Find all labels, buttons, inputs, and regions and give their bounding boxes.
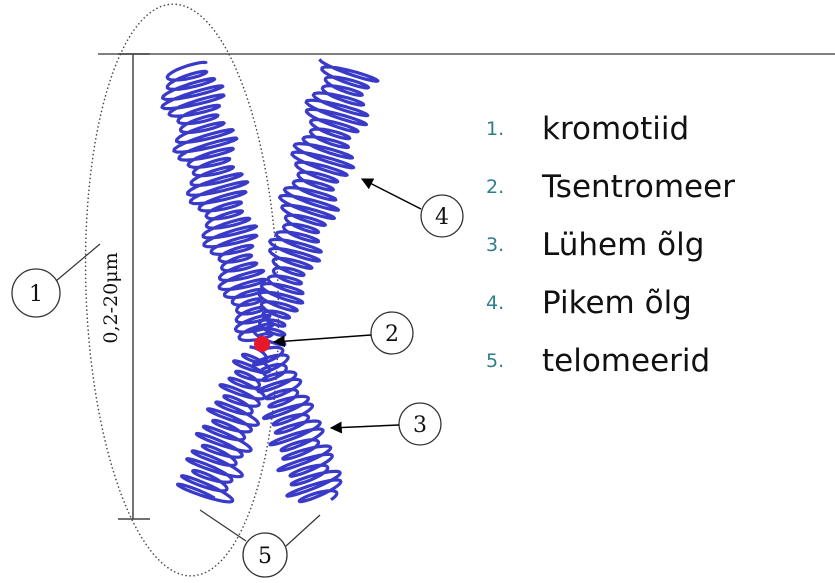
chromatid-arm-lower-right: [254, 347, 341, 501]
callout-3-label: 3: [413, 413, 427, 438]
legend-item: 1.kromotiid: [486, 100, 735, 158]
chromosome-arms: [162, 59, 378, 502]
centromere-dot: [254, 336, 270, 352]
legend-number: 5.: [486, 350, 542, 372]
callout-5-label: 5: [258, 544, 272, 569]
legend-text: telomeerid: [542, 343, 710, 379]
callout-1-label: 1: [29, 282, 43, 307]
legend-number: 2.: [486, 176, 542, 198]
chromatid-arm-upper-right: [254, 59, 378, 344]
legend-text: Pikem õlg: [542, 285, 692, 321]
callout-2: 2: [274, 312, 413, 354]
legend-item: 5.telomeerid: [486, 332, 735, 390]
legend-text: Tsentromeer: [542, 169, 735, 205]
legend-number: 4.: [486, 292, 542, 314]
callout-3: 3: [331, 403, 441, 445]
legend-number: 1.: [486, 118, 542, 140]
legend-number: 3.: [486, 234, 542, 256]
legend-text: Lühem õlg: [542, 227, 704, 263]
ruler-label: 0,2-20μm: [100, 252, 122, 343]
callout-2-label: 2: [385, 322, 399, 347]
size-ruler: 0,2-20μm: [100, 54, 150, 519]
chromatid-arm-lower-left: [178, 347, 270, 502]
callout-5: 5: [200, 510, 320, 577]
legend-list: 1.kromotiid 2.Tsentromeer 3.Lühem õlg 4.…: [486, 100, 735, 390]
callout-4-label: 4: [435, 205, 449, 230]
callout-4: 4: [362, 179, 463, 237]
legend-text: kromotiid: [542, 111, 689, 147]
legend-item: 4.Pikem õlg: [486, 274, 735, 332]
chromatid-arm-upper-left: [162, 62, 274, 340]
legend-item: 3.Lühem õlg: [486, 216, 735, 274]
legend-item: 2.Tsentromeer: [486, 158, 735, 216]
